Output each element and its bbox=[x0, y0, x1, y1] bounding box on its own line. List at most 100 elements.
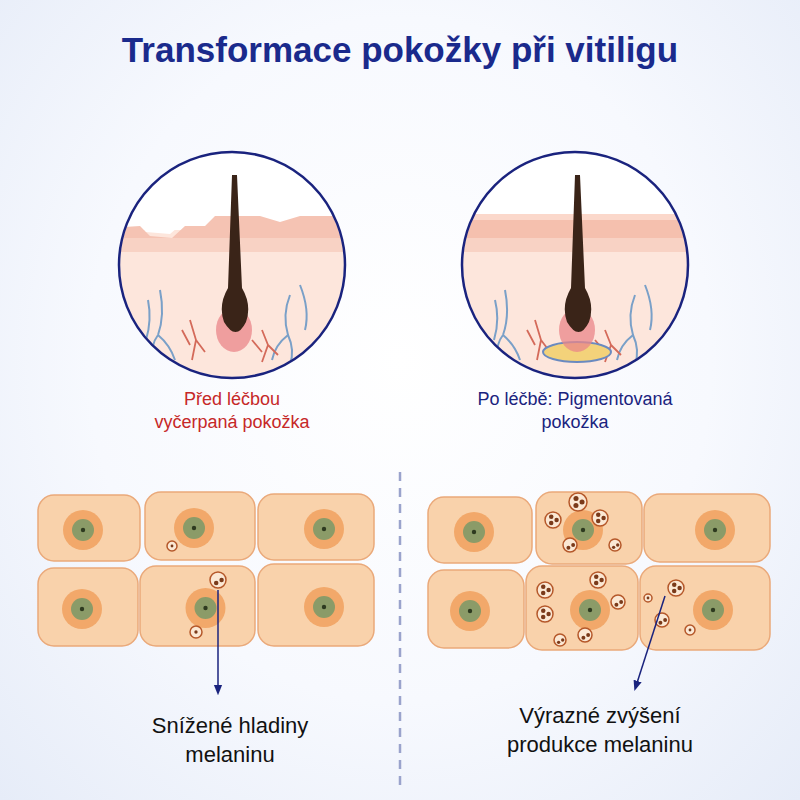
granule-dot bbox=[546, 612, 550, 616]
granule-dot bbox=[561, 638, 564, 641]
skin-cell bbox=[644, 494, 770, 562]
cell-body bbox=[258, 494, 374, 560]
melanin-granule bbox=[611, 595, 625, 609]
cell-body bbox=[644, 494, 770, 562]
melanin-granule bbox=[554, 634, 566, 646]
granule-ring bbox=[554, 634, 566, 646]
cell-dot bbox=[81, 528, 85, 532]
granule-dot bbox=[554, 518, 558, 522]
granule-dot bbox=[214, 581, 218, 585]
cell-body bbox=[38, 495, 140, 561]
granule-dot bbox=[571, 543, 575, 547]
granule-dot bbox=[541, 585, 545, 589]
granule-ring bbox=[569, 493, 587, 511]
cell-layer bbox=[38, 492, 770, 650]
cell-nucleus bbox=[450, 591, 490, 631]
skin-cell bbox=[428, 570, 524, 648]
skin-cell bbox=[428, 497, 532, 563]
granule-dot bbox=[619, 600, 623, 604]
cell-nucleolus bbox=[183, 517, 205, 539]
cell-nucleus bbox=[186, 588, 226, 628]
melanin-granule bbox=[592, 510, 608, 526]
granule-dot bbox=[594, 575, 598, 579]
cell-dot bbox=[192, 526, 196, 530]
cell-dot bbox=[80, 607, 84, 611]
cell-dot bbox=[322, 605, 326, 609]
cell-nucleus bbox=[695, 510, 735, 550]
granule-dot bbox=[612, 546, 615, 549]
granule-dot bbox=[541, 591, 545, 595]
cell-body bbox=[428, 570, 524, 648]
granule-ring bbox=[611, 595, 625, 609]
cell-nucleolus bbox=[195, 597, 217, 619]
skin-section-after bbox=[455, 152, 705, 390]
cell-nucleolus bbox=[459, 600, 481, 622]
cell-nucleus bbox=[63, 510, 103, 550]
title: Transformace pokožky při vitiligu bbox=[10, 30, 790, 70]
granule-ring bbox=[592, 510, 608, 526]
granule-ring bbox=[167, 541, 177, 551]
cell-nucleolus bbox=[313, 596, 335, 618]
granule-dot bbox=[541, 615, 545, 619]
granule-dot bbox=[171, 545, 174, 548]
granule-dot bbox=[647, 597, 650, 600]
cell-nucleolus bbox=[579, 599, 601, 621]
skin-cell bbox=[526, 566, 638, 650]
granule-dot bbox=[580, 499, 585, 504]
granule-dot bbox=[658, 621, 662, 625]
cell-nucleus bbox=[304, 587, 344, 627]
granule-dot bbox=[594, 581, 598, 585]
granule-dot bbox=[599, 578, 603, 582]
skin-cell bbox=[536, 492, 642, 564]
melanin-granule bbox=[578, 628, 592, 642]
cell-nucleolus bbox=[71, 598, 93, 620]
granule-dot bbox=[557, 641, 560, 644]
caption-before: Před léčbou vyčerpaná pokožka bbox=[146, 388, 318, 435]
granule-ring bbox=[563, 538, 577, 552]
cell-nucleus bbox=[174, 508, 214, 548]
granule-dot bbox=[194, 630, 197, 633]
melanin-granule bbox=[190, 626, 202, 638]
granule-ring bbox=[685, 625, 695, 635]
melanin-granule bbox=[210, 572, 226, 588]
skin-cell bbox=[145, 492, 255, 560]
granule-ring bbox=[590, 572, 606, 588]
callout-label: Výrazné zvýšení produkce melaninu bbox=[498, 702, 703, 759]
granule-ring bbox=[190, 626, 202, 638]
granule-dot bbox=[573, 496, 578, 501]
granule-dot bbox=[672, 583, 676, 587]
skin-section-before bbox=[110, 152, 360, 390]
melanin-granule bbox=[668, 580, 684, 596]
cell-dot bbox=[472, 530, 476, 534]
cell-dot bbox=[203, 606, 207, 610]
granule-dot bbox=[672, 589, 676, 593]
melanin-granule bbox=[537, 606, 553, 622]
granule-dot bbox=[601, 516, 605, 520]
melanin-granule bbox=[569, 493, 587, 511]
skin-cell bbox=[640, 566, 770, 650]
cell-nucleus bbox=[454, 512, 494, 552]
dashed-divider bbox=[399, 472, 402, 790]
melanin-granule bbox=[609, 539, 621, 551]
granule-dot bbox=[596, 519, 600, 523]
cell-nucleolus bbox=[704, 519, 726, 541]
cell-body bbox=[145, 492, 255, 560]
granule-dot bbox=[616, 543, 619, 546]
melanin-granule bbox=[545, 512, 561, 528]
melanin-granule bbox=[644, 594, 652, 602]
cell-body bbox=[640, 566, 770, 650]
caption-after: Po léčbě: Pigmentovaná pokožka bbox=[475, 388, 675, 435]
cell-dot bbox=[468, 609, 472, 613]
granule-dot bbox=[549, 515, 553, 519]
granule-ring bbox=[578, 628, 592, 642]
skin-cell bbox=[258, 564, 374, 646]
cell-dot bbox=[588, 608, 592, 612]
cell-body bbox=[140, 566, 255, 646]
cell-body bbox=[258, 564, 374, 646]
granule-dot bbox=[546, 588, 550, 592]
skin-cell bbox=[258, 494, 374, 560]
granule-ring bbox=[537, 582, 553, 598]
granule-ring bbox=[210, 572, 226, 588]
granule-dot bbox=[541, 609, 545, 613]
